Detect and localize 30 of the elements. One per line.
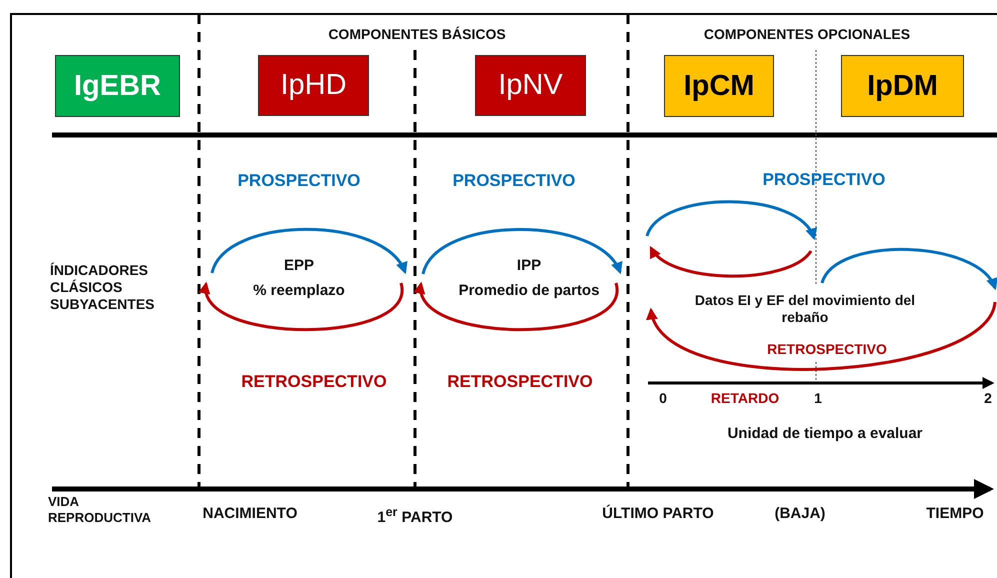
phase-label: PROSPECTIVO: [452, 171, 576, 192]
data-description: Datos EI y EF del movimiento del rebaño: [694, 292, 916, 326]
phase-label: PROSPECTIVO: [238, 171, 360, 192]
tick-label: 1: [814, 390, 822, 407]
delay-label: RETARDO: [710, 390, 780, 407]
indicator-label: % reemplazo: [253, 282, 345, 300]
row-label: ÍNDICADORES CLÁSICOS SUBYACENTES: [50, 262, 156, 312]
indicator-label: Promedio de partos: [458, 282, 600, 300]
indicator-label: EPP: [284, 257, 314, 275]
section-heading: COMPONENTES BÁSICOS: [328, 26, 506, 43]
axis-title: Unidad de tiempo a evaluar: [727, 425, 923, 443]
event-label: ÚLTIMO PARTO: [602, 505, 714, 523]
phase-label: RETROSPECTIVO: [767, 341, 887, 358]
indicator-box: IgEBR: [55, 55, 180, 117]
phase-label: RETROSPECTIVO: [241, 372, 387, 392]
phase-label: PROSPECTIVO: [762, 170, 886, 190]
event-label: (BAJA): [774, 505, 826, 523]
tick-label: 2: [984, 390, 992, 407]
indicator-box: IpNV: [475, 55, 586, 116]
tick-label: 0: [659, 390, 667, 407]
indicator-box: IpHD: [258, 55, 369, 116]
axis-title: VIDA REPRODUCTIVA: [48, 494, 152, 526]
indicator-label: IPP: [516, 257, 542, 275]
event-label: TIEMPO: [926, 505, 984, 523]
phase-label: RETROSPECTIVO: [447, 372, 593, 392]
indicator-box: IpCM: [664, 55, 774, 117]
event-label: 1$^{er}$ PARTO: [377, 505, 453, 527]
indicator-box: IpDM: [841, 55, 964, 117]
event-label: NACIMIENTO: [202, 505, 298, 523]
section-heading: COMPONENTES OPCIONALES: [704, 26, 910, 43]
